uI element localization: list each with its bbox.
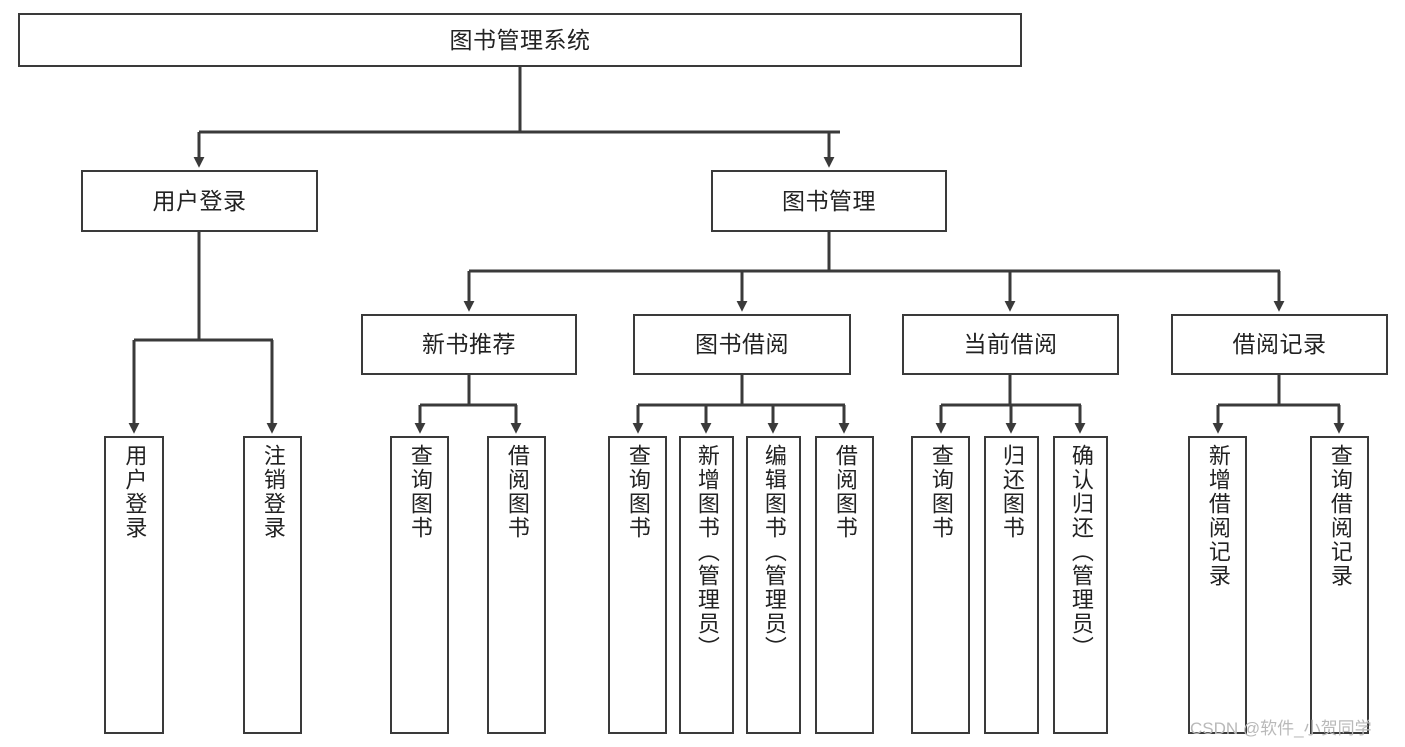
node-new-book-recommend-label: 新书推荐 — [422, 331, 516, 358]
node-book-management-label: 图书管理 — [782, 187, 876, 214]
node-leaf-confirm-return-admin[interactable]: 确认归还（管理员） — [1053, 436, 1108, 734]
node-leaf-return-book-label: 归还图书 — [999, 444, 1025, 540]
node-current-borrow[interactable]: 当前借阅 — [902, 314, 1119, 375]
node-book-borrow[interactable]: 图书借阅 — [633, 314, 851, 375]
node-leaf-query-book-2-label: 查询图书 — [625, 444, 651, 540]
node-book-borrow-label: 图书借阅 — [695, 331, 789, 358]
node-leaf-query-borrow-record[interactable]: 查询借阅记录 — [1310, 436, 1369, 734]
node-leaf-add-borrow-record-label: 新增借阅记录 — [1205, 444, 1231, 588]
node-leaf-add-borrow-record[interactable]: 新增借阅记录 — [1188, 436, 1247, 734]
node-root-system[interactable]: 图书管理系统 — [18, 13, 1022, 67]
node-user-login-label: 用户登录 — [152, 187, 247, 214]
node-leaf-add-book-admin[interactable]: 新增图书（管理员） — [679, 436, 734, 734]
node-leaf-query-book-3[interactable]: 查询图书 — [911, 436, 970, 734]
node-leaf-user-logout-label: 注销登录 — [260, 444, 286, 540]
node-leaf-return-book[interactable]: 归还图书 — [984, 436, 1039, 734]
node-leaf-borrow-book-1[interactable]: 借阅图书 — [487, 436, 546, 734]
node-leaf-query-book-1-label: 查询图书 — [407, 444, 433, 540]
node-leaf-borrow-book-1-label: 借阅图书 — [504, 444, 530, 540]
node-leaf-add-book-admin-label: 新增图书（管理员） — [694, 444, 720, 660]
node-leaf-user-logout[interactable]: 注销登录 — [243, 436, 302, 734]
node-borrow-record-label: 借阅记录 — [1232, 331, 1327, 358]
node-leaf-user-login[interactable]: 用户登录 — [104, 436, 164, 734]
node-root-system-label: 图书管理系统 — [449, 26, 591, 53]
node-new-book-recommend[interactable]: 新书推荐 — [361, 314, 577, 375]
node-leaf-query-book-3-label: 查询图书 — [928, 444, 954, 540]
node-book-management[interactable]: 图书管理 — [711, 170, 947, 232]
node-leaf-borrow-book-2[interactable]: 借阅图书 — [815, 436, 874, 734]
node-leaf-edit-book-admin[interactable]: 编辑图书（管理员） — [746, 436, 801, 734]
node-leaf-user-login-label: 用户登录 — [122, 444, 148, 540]
node-current-borrow-label: 当前借阅 — [963, 331, 1058, 358]
node-leaf-query-book-1[interactable]: 查询图书 — [390, 436, 449, 734]
node-borrow-record[interactable]: 借阅记录 — [1171, 314, 1388, 375]
node-leaf-query-borrow-record-label: 查询借阅记录 — [1327, 444, 1353, 588]
node-leaf-query-book-2[interactable]: 查询图书 — [608, 436, 667, 734]
node-leaf-edit-book-admin-label: 编辑图书（管理员） — [761, 444, 787, 660]
node-user-login[interactable]: 用户登录 — [81, 170, 318, 232]
node-leaf-borrow-book-2-label: 借阅图书 — [832, 444, 858, 540]
node-leaf-confirm-return-admin-label: 确认归还（管理员） — [1068, 444, 1094, 660]
